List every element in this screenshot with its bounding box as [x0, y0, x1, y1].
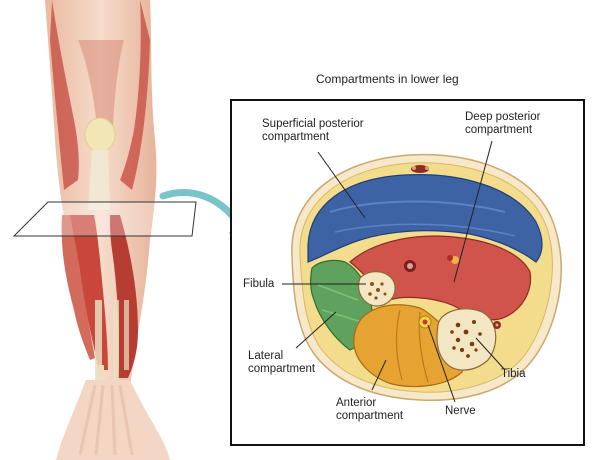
label-nerve: Nerve — [445, 405, 476, 417]
label-anterior: Anterior compartment — [336, 397, 404, 422]
cross-section — [291, 153, 562, 402]
label-lateral: Lateral compartment — [248, 350, 316, 375]
superficial-posterior-compartment — [307, 174, 543, 263]
label-superficial-posterior: Superficial posterior compartment — [262, 118, 364, 143]
saphenous-vessel-icon — [493, 321, 501, 329]
label-fibula: Fibula — [243, 278, 275, 290]
diagram-title: Compartments in lower leg — [316, 72, 459, 86]
label-deep-posterior: Deep posterior compartment — [465, 111, 541, 136]
cross-section-plane — [12, 201, 197, 237]
label-tibia: Tibia — [501, 368, 526, 380]
leg-illustration — [45, 0, 170, 460]
leader-lines — [282, 140, 506, 403]
tibia-bone — [436, 308, 497, 371]
superficial-vessel-icon — [411, 165, 429, 173]
